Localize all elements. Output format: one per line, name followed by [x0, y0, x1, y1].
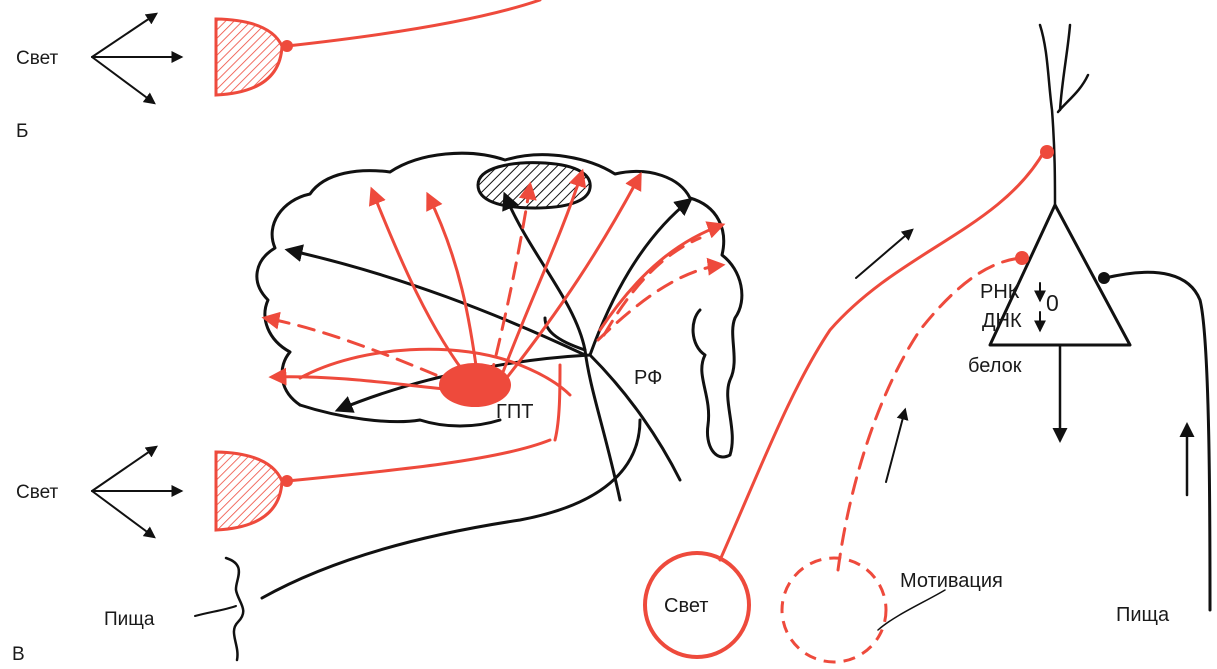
- label-light-mid: Свет: [16, 482, 59, 503]
- motivation-synapse: [1015, 251, 1029, 265]
- label-light-circle: Свет: [664, 595, 708, 617]
- light-input-mid: [92, 440, 550, 537]
- label-protein: белок: [968, 355, 1022, 377]
- label-dnk: ДНК: [982, 310, 1022, 332]
- label-panel-v: В: [12, 644, 25, 665]
- eye-receptor-top: [216, 19, 282, 95]
- label-light-top: Свет: [16, 48, 59, 69]
- light-rays-mid: [92, 447, 181, 537]
- label-food-right: Пища: [1116, 604, 1170, 626]
- black-fibers: [288, 195, 690, 500]
- label-motivation: Мотивация: [900, 570, 1003, 592]
- label-rnk: РНК: [980, 281, 1020, 303]
- label-panel-b: Б: [16, 121, 28, 142]
- panel-b: [92, 0, 540, 103]
- label-food-left: Пища: [104, 609, 155, 630]
- nerve-mid: [287, 440, 550, 481]
- food-input-left: [195, 420, 640, 660]
- light-rays-top: [92, 14, 181, 103]
- label-rf: РФ: [634, 367, 662, 389]
- brain: [257, 153, 742, 500]
- food-synapse: [1098, 272, 1110, 284]
- motivation-circle: [782, 558, 886, 662]
- pyramidal-neuron: [990, 25, 1210, 610]
- brain-lower-contour: [300, 405, 500, 426]
- label-gpt: ГПТ: [496, 401, 533, 423]
- light-synapse: [1040, 145, 1054, 159]
- label-zero: 0: [1046, 290, 1059, 316]
- nerve-top: [287, 0, 540, 46]
- eye-receptor-mid: [216, 452, 282, 530]
- motivation-leader: [878, 590, 945, 630]
